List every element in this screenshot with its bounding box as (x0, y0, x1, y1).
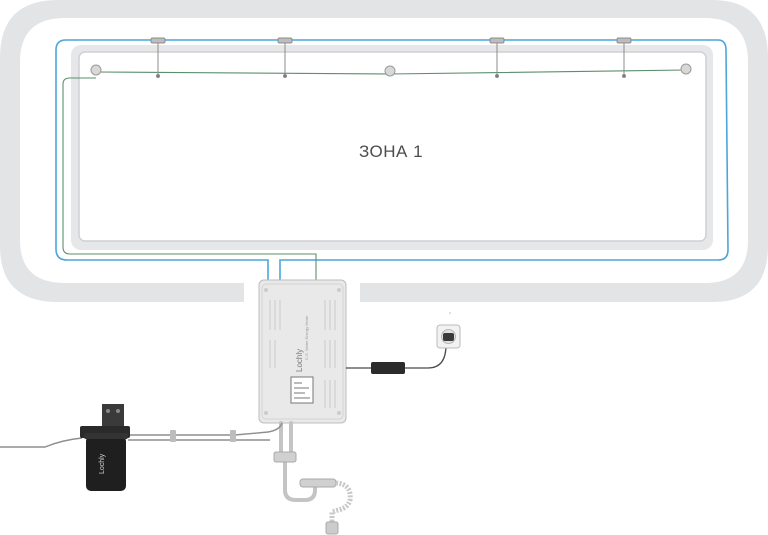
blue-supply-pipe (55, 39, 729, 282)
filter-brand: Lochly (99, 453, 106, 474)
drain-siphon (273, 451, 353, 535)
unit-display (290, 376, 314, 404)
water-filter: Lochly (80, 404, 130, 491)
sprinkler-head (616, 37, 632, 78)
power-adapter (371, 362, 405, 374)
lawn-area (71, 45, 713, 250)
power-cable (346, 344, 447, 369)
zone-label: ЗОНА 1 (359, 142, 423, 161)
drip-emitter (680, 63, 692, 75)
unit-screws (264, 288, 341, 415)
wall-socket (436, 312, 461, 349)
unit-vents (269, 300, 336, 408)
drip-emitter (384, 65, 396, 77)
hose-clips (170, 430, 236, 442)
sprinkler-head (489, 37, 505, 78)
unit-brand: Lochly (295, 349, 304, 372)
drip-emitter (90, 64, 102, 76)
controller-unit: Lochly C.S. Water Energy Mode (258, 279, 347, 424)
supply-hose (0, 422, 283, 448)
unit-model: C.S. Water Energy Mode (304, 315, 309, 360)
drain-pipe (279, 421, 317, 502)
sprinkler-head (277, 37, 293, 78)
sprinkler-heads (150, 37, 632, 78)
sprinkler-head (150, 37, 166, 78)
drip-emitters (90, 63, 692, 77)
